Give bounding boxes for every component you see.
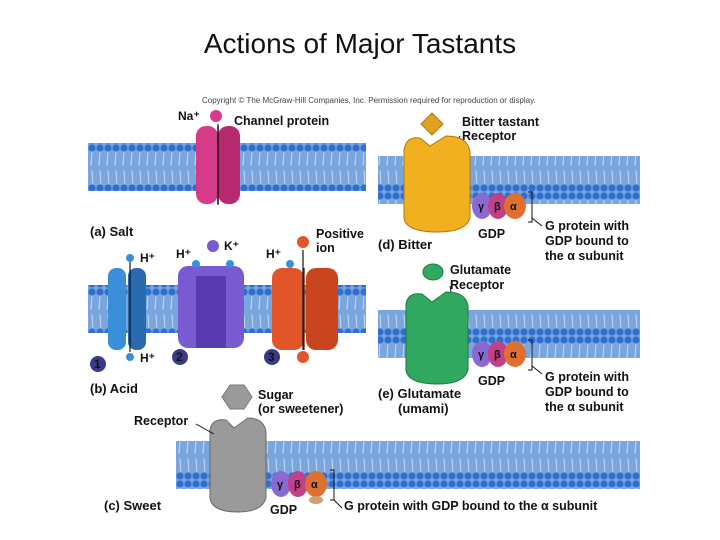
hydrogen-label-bottom-1: H⁺	[140, 351, 155, 365]
glutamate-beta-subunit: β	[494, 349, 501, 361]
sugar-molecule	[221, 384, 253, 410]
hydrogen-ion-2a	[192, 260, 200, 268]
acid-channel-2	[178, 266, 244, 348]
positive-ion-top	[297, 236, 309, 248]
hydrogen-label-top-3: H⁺	[266, 247, 281, 261]
hydrogen-ion-2b	[226, 260, 234, 268]
glutamate-gprotein-pointer	[531, 365, 543, 375]
hydrogen-label-top-1: H⁺	[140, 251, 155, 265]
positive-ion-label-line1: Positive	[316, 227, 364, 241]
step-number-2-badge	[172, 349, 188, 365]
potassium-ion	[207, 240, 219, 252]
hydrogen-ion-3	[286, 260, 294, 268]
bitter-tastant-label: Bitter tastant	[462, 115, 540, 129]
acid-panel-label: (b) Acid	[90, 381, 138, 396]
bitter-gprotein-label-line1: G protein with	[545, 219, 629, 233]
bitter-gprotein-pointer	[531, 217, 543, 227]
bitter-receptor	[403, 135, 471, 233]
slide-title: Actions of Major Tastants	[203, 28, 517, 59]
glutamate-panel-label-line2: (umami)	[398, 401, 449, 416]
bitter-receptor-label: Receptor	[462, 129, 516, 143]
channel-protein-label: Channel protein	[234, 114, 329, 128]
bitter-gamma-subunit: γ	[478, 201, 485, 213]
salt-panel-label: (a) Salt	[90, 224, 134, 239]
sweet-gdp-label: GDP	[270, 503, 297, 517]
sodium-ion-label: Na⁺	[178, 109, 200, 123]
step-number-3: 3	[268, 350, 275, 364]
acid-channel-3	[272, 268, 338, 350]
sweet-alpha-subunit: α	[311, 479, 318, 491]
copyright-notice: Copyright © The McGraw-Hill Companies, I…	[202, 96, 536, 105]
bitter-panel-label: (d) Bitter	[378, 237, 432, 252]
sweet-panel-label: (c) Sweet	[104, 498, 162, 513]
glutamate-alpha-subunit: α	[510, 349, 517, 361]
glutamate-g-protein	[472, 341, 526, 367]
glutamate-receptor	[405, 291, 469, 385]
step-number-1-badge	[90, 356, 106, 372]
sodium-ion	[210, 110, 222, 122]
sweet-receptor-label: Receptor	[134, 414, 188, 428]
sugar-label-line1: Sugar	[258, 388, 294, 402]
glutamate-gprotein-label-line3: the α subunit	[545, 400, 624, 414]
sweet-gprotein-label: G protein with GDP bound to the α subuni…	[344, 499, 598, 513]
positive-ion-label-line2: ion	[316, 241, 335, 255]
sweet-g-protein	[271, 471, 327, 504]
bitter-alpha-subunit: α	[510, 201, 517, 213]
glutamate-gprotein-label-line1: G protein with	[545, 370, 629, 384]
glutamate-gprotein-bracket	[528, 339, 533, 371]
glutamate-label: Glutamate	[450, 263, 511, 277]
step-number-2: 2	[176, 350, 183, 364]
sweet-gprotein-pointer	[333, 499, 343, 509]
bitter-beta-subunit: β	[494, 201, 501, 213]
step-number-3-badge	[264, 349, 280, 365]
sweet-receptor	[209, 417, 267, 513]
bitter-gprotein-bracket	[528, 191, 533, 223]
sweet-receptor-pointer	[195, 423, 215, 435]
bitter-gprotein-label-line2: GDP bound to	[545, 234, 629, 248]
bitter-gdp-label: GDP	[478, 227, 505, 241]
sweet-gprotein-bracket	[330, 469, 335, 501]
bitter-g-protein	[472, 193, 526, 219]
glutamate-receptor-label: Receptor	[450, 278, 504, 292]
bitter-tastant-molecule	[420, 112, 444, 136]
bitter-gprotein-label-line3: the α subunit	[545, 249, 624, 263]
hydrogen-ion-top-1	[126, 254, 134, 262]
hydrogen-label-top-2: H⁺	[176, 247, 191, 261]
glutamate-gdp-label: GDP	[478, 374, 505, 388]
acid-channel-1	[108, 268, 146, 350]
glutamate-gprotein-label-line2: GDP bound to	[545, 385, 629, 399]
glutamate-gamma-subunit: γ	[478, 349, 485, 361]
glutamate-panel-label-line1: (e) Glutamate	[378, 386, 461, 401]
step-number-1: 1	[94, 357, 101, 371]
sweet-beta-subunit: β	[294, 479, 301, 491]
potassium-label: K⁺	[224, 239, 239, 253]
hydrogen-ion-bottom-1	[126, 353, 134, 361]
sugar-label-line2: (or sweetener)	[258, 402, 343, 416]
positive-ion-bottom	[297, 351, 309, 363]
sweet-gamma-subunit: γ	[277, 479, 284, 491]
glutamate-molecule	[422, 263, 444, 281]
